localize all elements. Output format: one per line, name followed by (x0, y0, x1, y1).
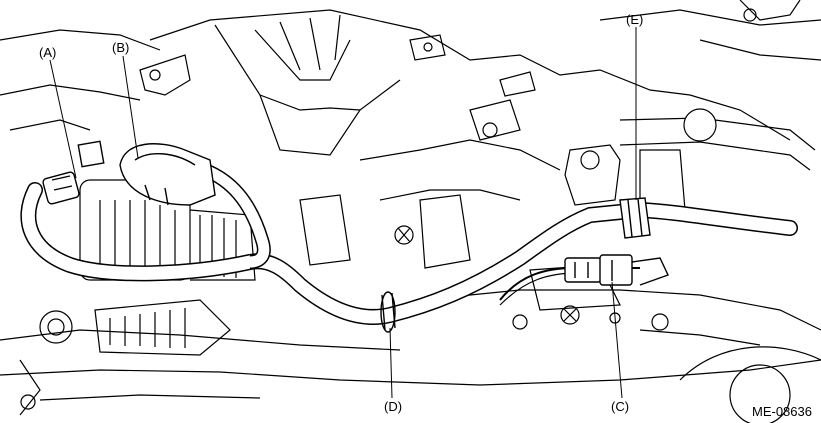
callout-label-d: (D) (384, 399, 402, 414)
figure-reference-id: ME-08636 (752, 404, 812, 419)
terminal-cap-b-icon (119, 143, 216, 206)
callout-label-c: (C) (611, 399, 629, 414)
leader-line-a (49, 59, 77, 179)
leader-line-d (389, 327, 393, 399)
band-clamp-d-icon (380, 291, 396, 333)
callout-label-b: (B) (112, 40, 129, 55)
callout-leader-lines (49, 27, 637, 399)
connector-c-icon (564, 254, 669, 286)
leader-line-c (611, 281, 623, 399)
harness-clip-e-icon (619, 197, 651, 239)
connector-a-icon (42, 140, 105, 205)
callout-label-a: (A) (39, 45, 56, 60)
callout-label-e: (E) (626, 12, 643, 27)
leader-line-b (122, 55, 139, 159)
